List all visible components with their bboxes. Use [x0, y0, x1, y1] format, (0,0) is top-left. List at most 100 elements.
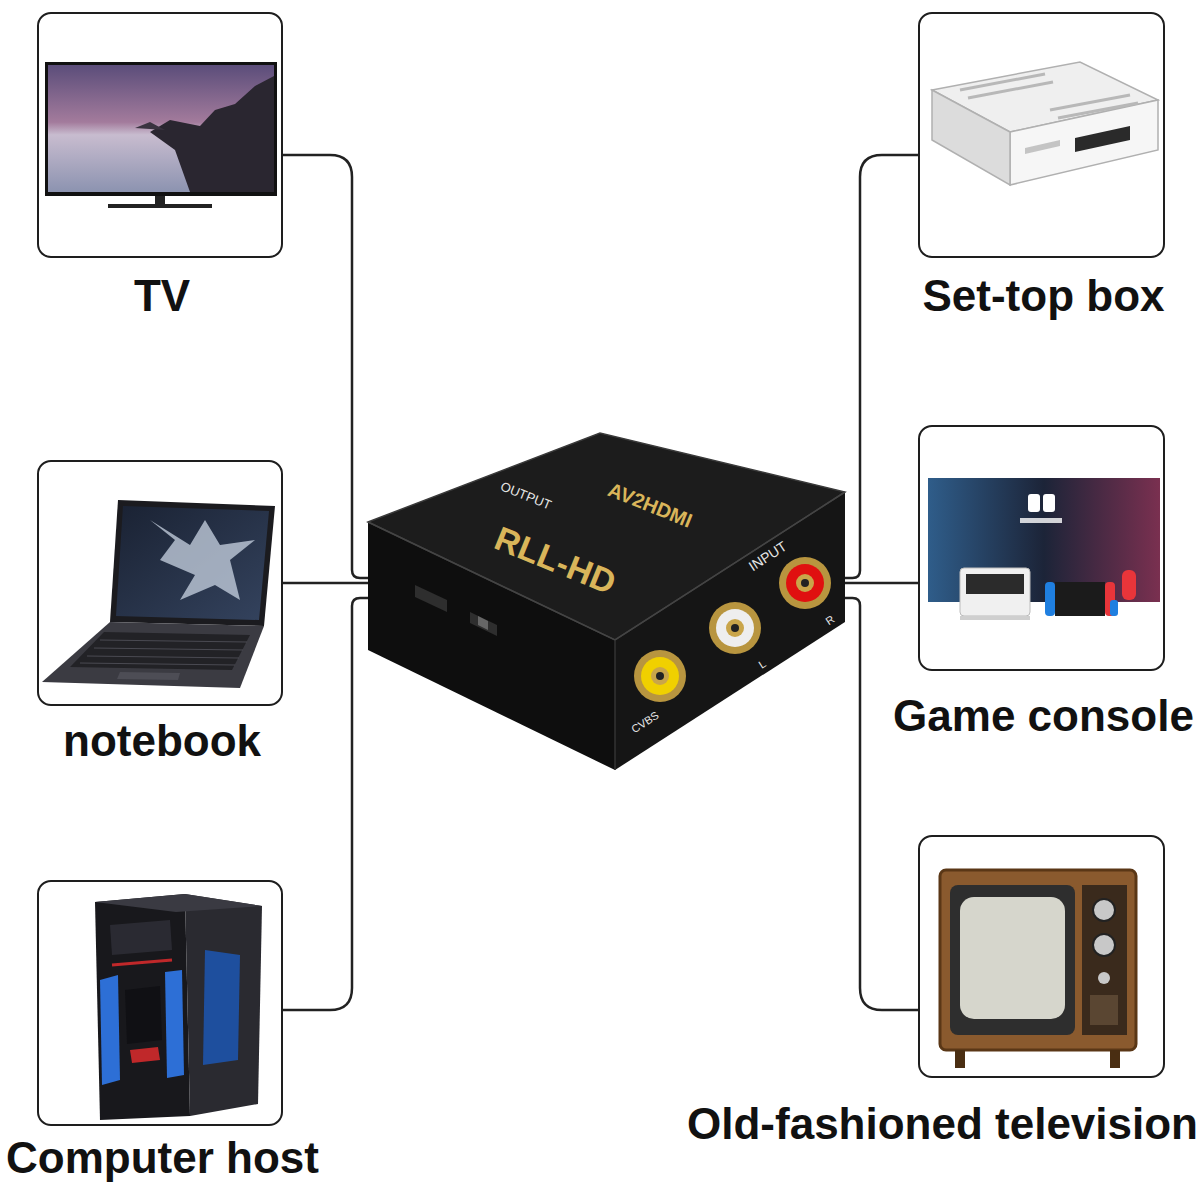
- converter-body-part: [368, 492, 845, 640]
- game-console-part: [960, 616, 1030, 620]
- laptop-part: [150, 520, 255, 600]
- laptop-part: [116, 506, 269, 620]
- rca-jacks: [634, 557, 831, 702]
- converter-body: [368, 433, 845, 770]
- pc-tower-part: [95, 894, 262, 912]
- pc-tower-part: [125, 986, 162, 1044]
- old-tv-part: [955, 1050, 965, 1068]
- rca-jacks-part: [796, 574, 814, 592]
- connector-line: [283, 582, 368, 585]
- rca-jacks-part: [709, 602, 761, 654]
- set-top-box-part: [932, 90, 1010, 185]
- rca-jacks-part: [726, 619, 744, 637]
- rca-jacks-part: [779, 557, 831, 609]
- flat-tv-part: [135, 122, 165, 130]
- pc-tower-part: [100, 975, 120, 1085]
- old-tv-part: [1093, 934, 1115, 956]
- rca-jacks-part: [786, 564, 824, 602]
- game-console-part: [1028, 494, 1040, 512]
- laptop-part-part: [80, 663, 235, 665]
- game-console-part: [1020, 518, 1062, 523]
- pc-tower-part: [185, 894, 262, 1116]
- set-top-box-part-part: [1058, 103, 1138, 118]
- jack-label: R: [823, 613, 836, 627]
- connector-line: [845, 598, 918, 1010]
- pc-tower-part: [112, 960, 172, 965]
- old-tv: [940, 870, 1136, 1068]
- laptop-part: [117, 672, 180, 680]
- converter-body-part: [470, 612, 497, 636]
- connector-line: [845, 155, 918, 578]
- notebook-tile: notebook: [37, 460, 283, 706]
- laptop-part: [80, 640, 247, 665]
- laptop-part: [110, 500, 275, 626]
- old-tv-part: [950, 885, 1075, 1035]
- rca-jacks-part: [651, 667, 669, 685]
- converter-body-part: [478, 616, 488, 630]
- tv-tile: TV: [37, 12, 283, 258]
- old-tv-part: [940, 870, 1136, 1050]
- connector-line: [283, 598, 368, 1010]
- game-console-part: [1110, 600, 1118, 616]
- computer-tile: Computer host: [37, 880, 283, 1126]
- jack-label: CVBS: [629, 709, 661, 735]
- flat-tv-part: [48, 65, 274, 192]
- set-top-box-part: [1075, 126, 1130, 152]
- pc-tower-part: [203, 950, 240, 1065]
- old-tv-part: [1082, 885, 1127, 1035]
- converter-body-part: [415, 585, 447, 612]
- device-label: notebook: [63, 717, 261, 765]
- connector-line: [283, 155, 368, 578]
- laptop-part-part: [94, 648, 243, 650]
- converter-body-part: [368, 433, 845, 640]
- set-top-box: [932, 62, 1158, 185]
- rca-jacks-part: [801, 579, 809, 587]
- set-top-box-part-part: [960, 74, 1045, 90]
- device-label: Computer host: [6, 1134, 319, 1182]
- pc-tower: [95, 894, 262, 1120]
- flat-tv-part: [45, 62, 277, 196]
- oldtv-tile: Old-fashioned television: [918, 835, 1165, 1078]
- laptop-part-part: [100, 640, 247, 642]
- rca-jacks-part: [731, 624, 739, 632]
- flat-tv-part: [108, 204, 212, 208]
- game-console-part: [1043, 494, 1055, 512]
- pc-tower-part: [165, 970, 184, 1078]
- set-top-box-part-part: [968, 82, 1053, 98]
- game-console-part: [966, 574, 1024, 594]
- laptop-part-part: [87, 656, 239, 658]
- rca-jacks-part: [656, 672, 664, 680]
- laptop-part: [42, 622, 264, 688]
- device-label: Game console: [893, 692, 1194, 740]
- laptop-part: [70, 632, 250, 670]
- game-console-part: [1055, 582, 1105, 616]
- game-console: [928, 478, 1160, 620]
- pc-tower-part: [130, 1047, 160, 1063]
- console-tile: Game console: [918, 425, 1165, 671]
- port-label: INPUT: [746, 538, 790, 574]
- old-tv-part: [960, 897, 1065, 1019]
- jack-label: L: [756, 657, 768, 670]
- laptop: [42, 500, 275, 688]
- flat-tv-part: [155, 196, 165, 204]
- old-tv-part: [1098, 972, 1110, 984]
- flat-tv-part: [150, 76, 274, 192]
- converter-body-part: [614, 640, 616, 770]
- pc-tower-part: [110, 920, 172, 955]
- old-tv-part: [1090, 995, 1118, 1025]
- model-text: AV2HDMI: [605, 478, 695, 532]
- game-console-part: [960, 568, 1030, 616]
- game-console-part: [1122, 570, 1136, 600]
- settop-tile: Set-top box: [918, 12, 1165, 258]
- brand-text: RLL-HD: [489, 519, 620, 601]
- old-tv-part: [1093, 899, 1115, 921]
- set-top-box-part: [1025, 140, 1060, 154]
- port-label: OUTPUT: [498, 480, 553, 513]
- device-label: TV: [134, 272, 190, 320]
- device-label: Old-fashioned television: [687, 1100, 1198, 1148]
- rca-jacks-part: [716, 609, 754, 647]
- pc-tower-part: [95, 894, 190, 1120]
- set-top-box-part: [1010, 100, 1158, 185]
